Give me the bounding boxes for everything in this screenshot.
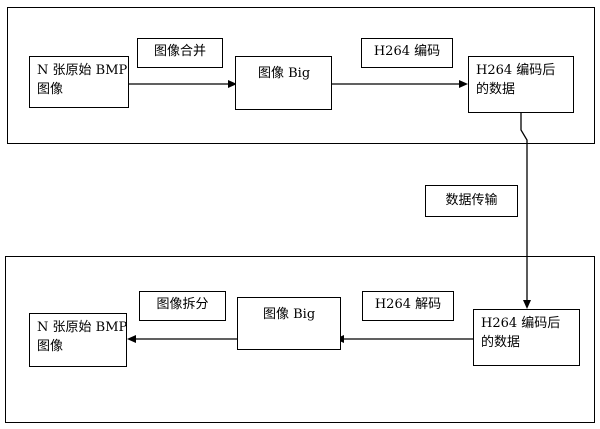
- decoded-big-image-text: 图像 Big: [263, 307, 316, 322]
- result-image-box: N 张原始 BMP 图像: [29, 313, 127, 367]
- decode-label-text: H264 解码: [374, 297, 442, 312]
- arrowhead-right-2: [459, 80, 468, 88]
- encoded-data-line2: 的数据: [476, 82, 516, 97]
- result-image-line1: N 张原始 BMP: [37, 320, 128, 335]
- decode-label: H264 解码: [362, 291, 454, 321]
- source-image-line2: 图像: [37, 82, 64, 97]
- arrowhead-left-2: [127, 335, 136, 343]
- source-image-line1: N 张原始 BMP: [37, 63, 128, 78]
- split-label: 图像拆分: [139, 291, 226, 321]
- merge-label-text: 图像合并: [153, 44, 206, 59]
- source-image-box: N 张原始 BMP 图像: [29, 56, 129, 108]
- transfer-label-text: 数据传输: [445, 193, 498, 208]
- decoded-source-box: H264 编码后 的数据: [473, 309, 580, 366]
- encode-label-text: H264 编码: [373, 44, 441, 59]
- decoded-source-line1: H264 编码后: [481, 316, 561, 331]
- big-image-text: 图像 Big: [258, 66, 311, 81]
- arrowhead-right-1: [228, 80, 237, 88]
- decoded-source-line2: 的数据: [481, 335, 521, 350]
- big-image-box: 图像 Big: [235, 56, 332, 110]
- encoded-data-line1: H264 编码后: [476, 63, 556, 78]
- decode-panel: [5, 256, 595, 423]
- arrow-transfer: [520, 113, 528, 302]
- encode-label: H264 编码: [361, 38, 453, 68]
- split-label-text: 图像拆分: [156, 297, 209, 312]
- encoded-data-box: H264 编码后 的数据: [468, 56, 574, 113]
- decoded-big-image-box: 图像 Big: [237, 297, 341, 350]
- encode-panel: [7, 7, 595, 144]
- merge-label: 图像合并: [137, 38, 223, 68]
- arrowhead-down: [523, 300, 531, 309]
- transfer-label: 数据传输: [425, 185, 518, 217]
- result-image-line2: 图像: [37, 339, 64, 354]
